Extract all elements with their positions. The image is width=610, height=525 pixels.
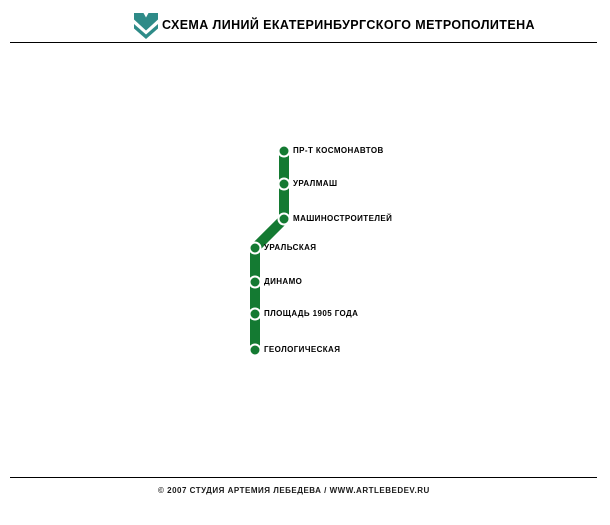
page-title: СХЕМА ЛИНИЙ ЕКАТЕРИНБУРГСКОГО МЕТРОПОЛИТ… — [162, 18, 535, 32]
station-label[interactable]: УРАЛЬСКАЯ — [264, 243, 317, 252]
station-dot[interactable] — [248, 343, 262, 357]
metro-logo[interactable] — [134, 13, 158, 39]
station-label[interactable]: ПЛОЩАДЬ 1905 ГОДА — [264, 309, 359, 318]
station-dot[interactable] — [277, 144, 291, 158]
station-dot[interactable] — [248, 307, 262, 321]
station-label[interactable]: УРАЛМАШ — [293, 179, 338, 188]
header-divider — [10, 42, 597, 43]
station-dot[interactable] — [277, 177, 291, 191]
station-label[interactable]: ПР-Т КОСМОНАВТОВ — [293, 146, 384, 155]
footer-separator: / — [321, 486, 330, 495]
station-dot[interactable] — [248, 275, 262, 289]
station-dot[interactable] — [248, 241, 262, 255]
metro-m-icon — [134, 13, 158, 39]
footer-divider — [10, 477, 597, 478]
copyright-text: © 2007 СТУДИЯ АРТЕМИЯ ЛЕБЕДЕВА — [158, 486, 322, 495]
station-label[interactable]: ДИНАМО — [264, 277, 303, 286]
station-label[interactable]: МАШИНОСТРОИТЕЛЕЙ — [293, 214, 393, 223]
station-label[interactable]: ГЕОЛОГИЧЕСКАЯ — [264, 345, 341, 354]
station-dot[interactable] — [277, 212, 291, 226]
artlebedev-link[interactable]: WWW.ARTLEBEDEV.RU — [329, 486, 430, 495]
footer: © 2007 СТУДИЯ АРТЕМИЯ ЛЕБЕДЕВА / WWW.ART… — [158, 486, 430, 496]
